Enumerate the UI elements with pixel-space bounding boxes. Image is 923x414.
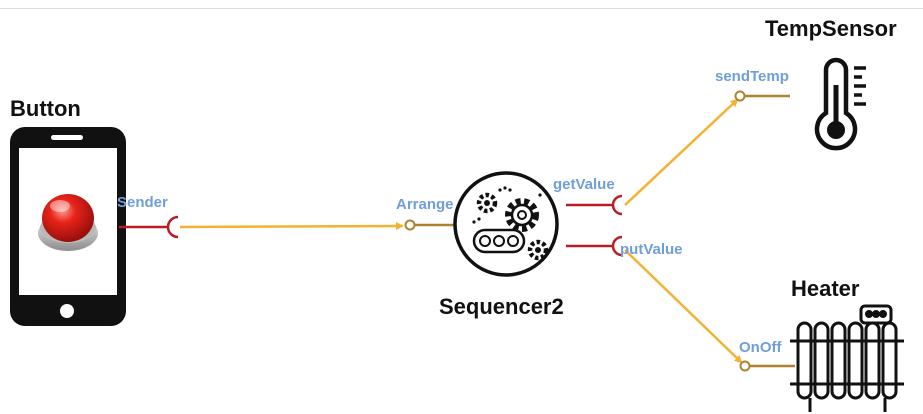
onoff-port[interactable]: OnOff	[739, 339, 795, 372]
top-border	[0, 8, 923, 9]
provided-port-icon	[734, 90, 746, 102]
sequencer-title: Sequencer2	[439, 294, 564, 319]
onoff-port-label: OnOff	[739, 339, 782, 356]
required-socket-icon	[611, 235, 623, 257]
connection-putvalue-onoff[interactable]	[624, 249, 743, 364]
phone-with-red-button-icon	[10, 127, 126, 326]
putvalue-port-label: putValue	[620, 241, 683, 258]
getvalue-port[interactable]: getValue	[553, 176, 623, 216]
button-title: Button	[10, 96, 81, 121]
thermometer-icon	[814, 57, 866, 151]
sendtemp-port[interactable]: sendTemp	[715, 68, 790, 102]
heater-title: Heater	[791, 276, 860, 301]
getvalue-port-label: getValue	[553, 176, 615, 193]
connection-getvalue-sendtemp[interactable]	[624, 98, 739, 206]
tempsensor-component[interactable]: TempSensor sendTemp	[715, 16, 897, 151]
heater-component[interactable]: Heater OnOff	[739, 276, 904, 412]
sender-port-label: Sender	[117, 194, 168, 211]
required-socket-icon	[611, 194, 623, 216]
putvalue-port[interactable]: putValue	[566, 235, 683, 258]
provided-port-icon	[739, 360, 751, 372]
connections	[179, 98, 743, 364]
tempsensor-title: TempSensor	[765, 16, 897, 41]
provided-port-icon	[404, 219, 416, 231]
radiator-icon	[790, 304, 904, 412]
sequencer-component[interactable]: Arrange	[396, 171, 683, 319]
sender-port[interactable]: Sender	[117, 194, 179, 239]
arrange-port[interactable]: Arrange	[396, 196, 455, 231]
required-socket-icon	[166, 215, 179, 239]
gears-icon	[453, 171, 559, 277]
button-component[interactable]: Button Sender	[10, 96, 179, 326]
connection-sender-arrange[interactable]	[179, 222, 404, 231]
sendtemp-port-label: sendTemp	[715, 68, 789, 85]
arrange-port-label: Arrange	[396, 196, 454, 213]
